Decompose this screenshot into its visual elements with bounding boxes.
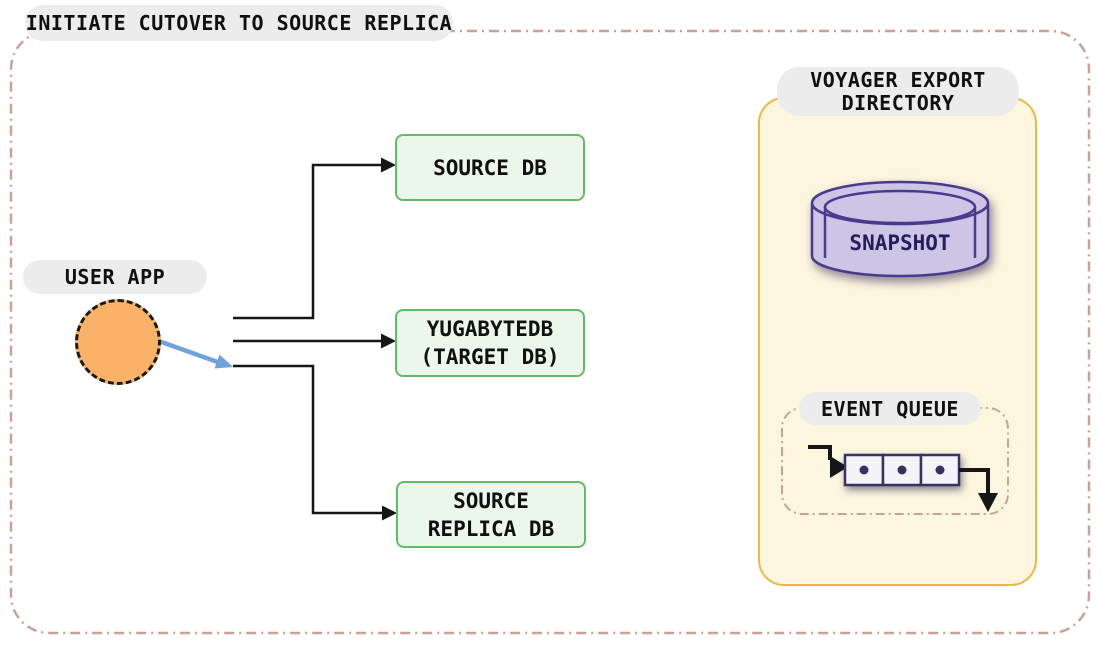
snapshot-cylinder-icon: SNAPSHOT xyxy=(810,180,990,278)
event-queue-dashed-border xyxy=(781,407,1009,515)
source-db-label: SOURCE DB xyxy=(433,155,547,180)
arrow-to-yugabytedb xyxy=(233,333,396,349)
cutover-blue-arrow xyxy=(152,336,233,369)
arrowhead-icon xyxy=(382,505,397,521)
source-replica-db-label: SOURCE xyxy=(453,488,529,513)
source-db-box: SOURCE DB xyxy=(395,134,585,201)
arrowhead-icon xyxy=(381,157,396,173)
yugabytedb-box: YUGABYTEDB (TARGET DB) xyxy=(395,309,585,377)
user-app-circle-icon xyxy=(75,299,161,385)
user-app-label: USER APP xyxy=(23,260,207,294)
queue-out-arrow xyxy=(959,468,998,512)
queue-cells xyxy=(843,453,961,487)
yugabytedb-sublabel: (TARGET DB) xyxy=(420,345,560,369)
snapshot-label: SNAPSHOT xyxy=(849,231,950,255)
diagram-title: INITIATE CUTOVER TO SOURCE REPLICA xyxy=(25,5,453,41)
source-replica-db-box: SOURCE REPLICA DB xyxy=(396,481,586,548)
event-queue-icon xyxy=(781,407,1009,515)
queue-in-arrow xyxy=(808,445,848,478)
arrow-to-source-db xyxy=(233,157,396,320)
outer-dashed-border xyxy=(9,29,1091,635)
yugabytedb-label: YUGABYTEDB xyxy=(426,317,554,341)
voyager-export-directory-label: VOYAGER EXPORT DIRECTORY xyxy=(777,67,1019,116)
event-queue-label: EVENT QUEUE xyxy=(799,392,981,425)
diagram-title-label: INITIATE CUTOVER TO SOURCE REPLICA xyxy=(25,11,453,35)
arrowhead-icon xyxy=(214,354,233,369)
arrow-to-source-replica-db xyxy=(233,364,397,521)
arrowhead-icon xyxy=(381,333,396,349)
